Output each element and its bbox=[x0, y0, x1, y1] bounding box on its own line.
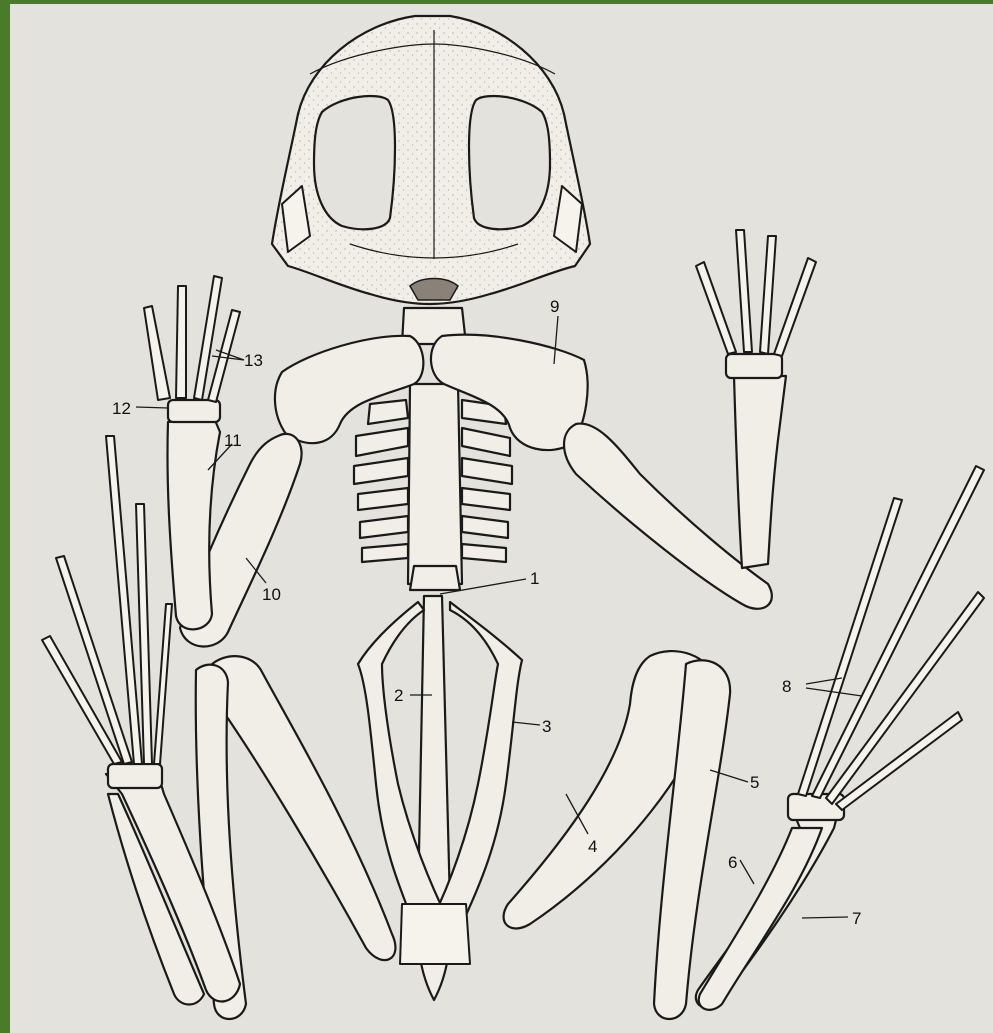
label-8: 8 bbox=[782, 677, 791, 696]
label-5: 5 bbox=[750, 773, 759, 792]
label-6: 6 bbox=[728, 853, 737, 872]
label-7: 7 bbox=[852, 909, 861, 928]
label-4: 4 bbox=[588, 837, 597, 856]
label-10: 10 bbox=[262, 585, 281, 604]
right-forelimb bbox=[564, 230, 816, 609]
label-1: 1 bbox=[530, 569, 539, 588]
skull bbox=[272, 16, 590, 304]
label-3: 3 bbox=[542, 717, 551, 736]
left-hindlimb bbox=[42, 436, 395, 1019]
frog-skeleton-diagram: 1 2 3 4 5 6 7 8 9 10 11 12 13 bbox=[10, 4, 993, 1033]
label-9: 9 bbox=[550, 297, 559, 316]
label-12: 12 bbox=[112, 399, 131, 418]
label-13: 13 bbox=[244, 351, 263, 370]
label-11: 11 bbox=[224, 431, 242, 450]
label-2: 2 bbox=[394, 686, 403, 705]
